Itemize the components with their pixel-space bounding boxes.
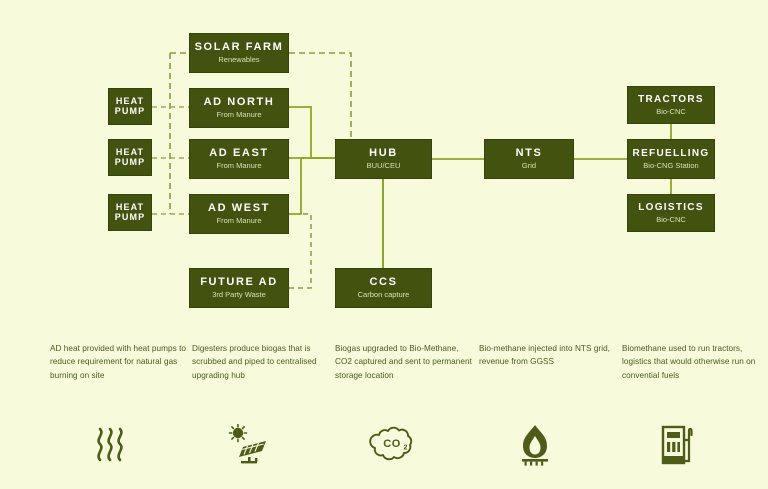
caption-text-2: Digesters produce biogas that is scrubbe…	[192, 344, 317, 380]
fuel-pump-icon	[648, 418, 708, 472]
svg-text:2: 2	[404, 445, 408, 452]
caption-row: AD heat provided with heat pumps to redu…	[0, 342, 768, 422]
node-subtitle: 3rd Party Waste	[212, 290, 266, 300]
node-subtitle: From Manure	[216, 216, 262, 226]
node-heat-pump-2[interactable]: HEAT PUMP	[108, 139, 152, 176]
icon-row: CO 2	[0, 418, 768, 476]
wire-adnorth-hub	[289, 106, 335, 159]
node-ad-north[interactable]: AD NORTH From Manure	[189, 88, 289, 128]
node-heat-pump-1[interactable]: HEAT PUMP	[108, 88, 152, 125]
node-hub[interactable]: HUB BUU/CEU	[335, 139, 432, 179]
node-title: TRACTORS	[638, 93, 704, 105]
node-title: SOLAR FARM	[194, 41, 284, 54]
solar-panel-icon	[218, 418, 278, 472]
caption-text-4: Bio-methane injected into NTS grid, reve…	[479, 344, 610, 367]
node-subtitle: Bio-CNC	[656, 214, 686, 224]
co2-cloud-icon: CO 2	[362, 418, 422, 472]
node-refuelling[interactable]: REFUELLING Bio-CNG Station	[627, 139, 715, 179]
wire-adwest-hub	[289, 157, 335, 215]
svg-text:CO: CO	[383, 438, 401, 450]
node-heat-pump-3[interactable]: HEAT PUMP	[108, 194, 152, 231]
node-subtitle: Bio-CNC	[656, 106, 686, 116]
caption-text-5: Biomethane used to run tractors, logisti…	[622, 344, 756, 380]
node-title: AD WEST	[208, 202, 270, 215]
node-subtitle: Renewables	[218, 55, 260, 65]
node-subtitle: Grid	[521, 161, 537, 171]
node-ad-east[interactable]: AD EAST From Manure	[189, 139, 289, 179]
heat-waves-icon	[80, 418, 140, 472]
wire-futuread-adwest	[289, 213, 312, 289]
node-title: HEAT PUMP	[114, 95, 146, 116]
node-subtitle: From Manure	[216, 161, 262, 171]
node-title: HEAT PUMP	[114, 146, 146, 167]
node-subtitle: Carbon capture	[357, 290, 410, 300]
node-title: FUTURE AD	[200, 276, 278, 289]
node-title: AD NORTH	[203, 96, 275, 109]
node-title: NTS	[515, 147, 543, 160]
node-subtitle: BUU/CEU	[366, 161, 401, 171]
node-subtitle: From Manure	[216, 110, 262, 120]
wire-solar-to-hub	[289, 52, 352, 139]
node-title: HUB	[369, 147, 398, 160]
node-future-ad[interactable]: FUTURE AD 3rd Party Waste	[189, 268, 289, 308]
node-nts[interactable]: NTS Grid	[484, 139, 574, 179]
node-logistics[interactable]: LOGISTICS Bio-CNC	[627, 194, 715, 232]
gas-flame-icon	[505, 418, 565, 472]
node-title: CCS	[369, 276, 398, 289]
node-ccs[interactable]: CCS Carbon capture	[335, 268, 432, 308]
node-tractors[interactable]: TRACTORS Bio-CNC	[627, 86, 715, 124]
node-title: LOGISTICS	[638, 201, 704, 213]
node-title: HEAT PUMP	[114, 201, 146, 222]
node-solar-farm[interactable]: SOLAR FARM Renewables	[189, 33, 289, 73]
node-subtitle: Bio-CNG Station	[643, 160, 699, 170]
node-ad-west[interactable]: AD WEST From Manure	[189, 194, 289, 234]
node-title: REFUELLING	[632, 147, 710, 159]
caption-text-3: Biogas upgraded to Bio-Methane, CO2 capt…	[335, 344, 472, 380]
node-title: AD EAST	[209, 147, 269, 160]
caption-text-1: AD heat provided with heat pumps to redu…	[50, 344, 187, 380]
